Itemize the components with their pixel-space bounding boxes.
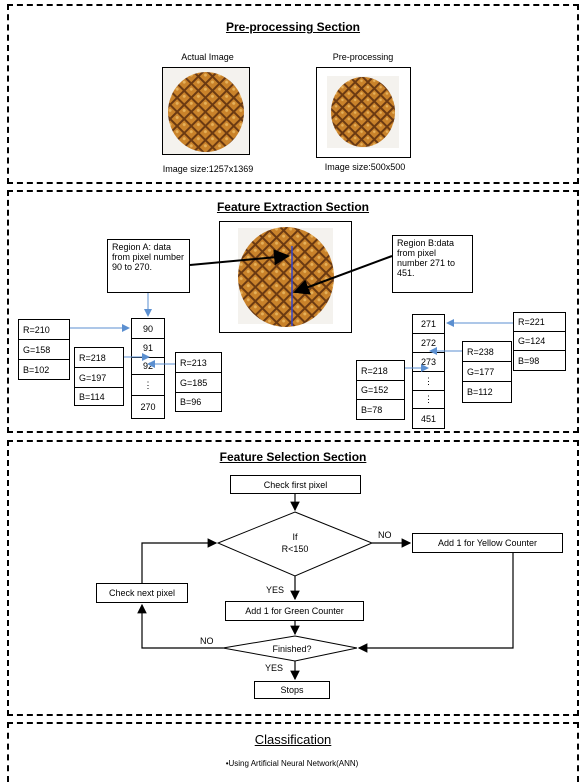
stops-text: Stops: [280, 685, 304, 695]
finished-label: Finished?: [272, 644, 311, 654]
actual-image-size: Image size:1257x1369: [162, 164, 254, 174]
classification-bullet: •Using Artificial Neural Network(ANN): [225, 759, 359, 768]
region-b-note: Region B:data from pixel number 271 to 4…: [392, 235, 473, 293]
left-rgb3-b: B=96: [175, 392, 222, 412]
preprocessed-image-size: Image size:500x500: [324, 162, 406, 172]
classification-section: Classification: [7, 722, 579, 782]
left-pixel-ellipsis: ⋮: [131, 374, 165, 396]
left-pixel-90: 90: [131, 318, 165, 339]
stops-box: Stops: [254, 681, 330, 699]
actual-pineapple-image: [162, 67, 250, 155]
region-a-note: Region A: data from pixel number 90 to 2…: [107, 239, 190, 293]
classification-title-text: Classification: [254, 732, 332, 747]
no-label-next: NO: [200, 636, 214, 646]
right-rgb3-b: B=78: [356, 399, 405, 420]
feature-extraction-section: Feature Extraction Section: [7, 190, 579, 433]
left-rgb1-b: B=102: [18, 359, 70, 380]
yellow-counter-text: Add 1 for Yellow Counter: [437, 538, 538, 548]
check-first-pixel-text: Check first pixel: [263, 479, 328, 490]
feature-selection-title: Feature Selection Section: [219, 450, 367, 464]
yes-label-green: YES: [266, 585, 284, 595]
no-label-yellow: NO: [378, 530, 392, 540]
preprocessing-title: Pre-processing Section: [225, 20, 361, 34]
feature-extraction-title: Feature Extraction Section: [216, 200, 370, 214]
left-rgb2-b: B=114: [74, 387, 124, 406]
region-a-arrow: [189, 249, 290, 266]
check-next-pixel-text: Check next pixel: [108, 588, 176, 598]
classification-title: Classification: [9, 732, 577, 747]
condition-expr: R<150: [282, 544, 309, 554]
check-next-pixel-box: Check next pixel: [96, 583, 188, 603]
actual-image-label: Actual Image: [181, 52, 234, 62]
preprocessed-pineapple-image: [316, 67, 411, 158]
preprocessed-image-label: Pre-processing: [332, 52, 394, 62]
region-a-text: Region A: data from pixel number 90 to 2…: [112, 242, 185, 272]
condition-if: If: [292, 532, 298, 542]
yes-label-stops: YES: [265, 663, 283, 673]
right-pixel-451: 451: [412, 408, 445, 429]
flow-finished-to-next: [137, 603, 223, 649]
region-b-arrow: [293, 255, 393, 295]
flow-next-to-decision: [141, 538, 218, 583]
left-pixel-270: 270: [131, 395, 165, 419]
flow-yellow-to-finished: [357, 553, 514, 653]
yellow-counter-box: Add 1 for Yellow Counter: [412, 533, 563, 553]
preprocessing-section: Pre-processing Section: [7, 4, 579, 184]
check-first-pixel-box: Check first pixel: [230, 475, 361, 494]
feature-selection-section: Feature Selection Section: [7, 440, 579, 716]
right-rgb2-g: G=177: [462, 361, 512, 382]
split-pineapple-image: [219, 221, 352, 333]
green-counter-text: Add 1 for Green Counter: [245, 606, 344, 616]
region-b-text: Region B:data from pixel number 271 to 4…: [397, 238, 456, 278]
right-rgb2-b: B=112: [462, 381, 512, 403]
green-counter-box: Add 1 for Green Counter: [225, 601, 364, 621]
right-rgb1-b: B=98: [513, 350, 566, 371]
left-rgb3-g: G=185: [175, 372, 222, 393]
